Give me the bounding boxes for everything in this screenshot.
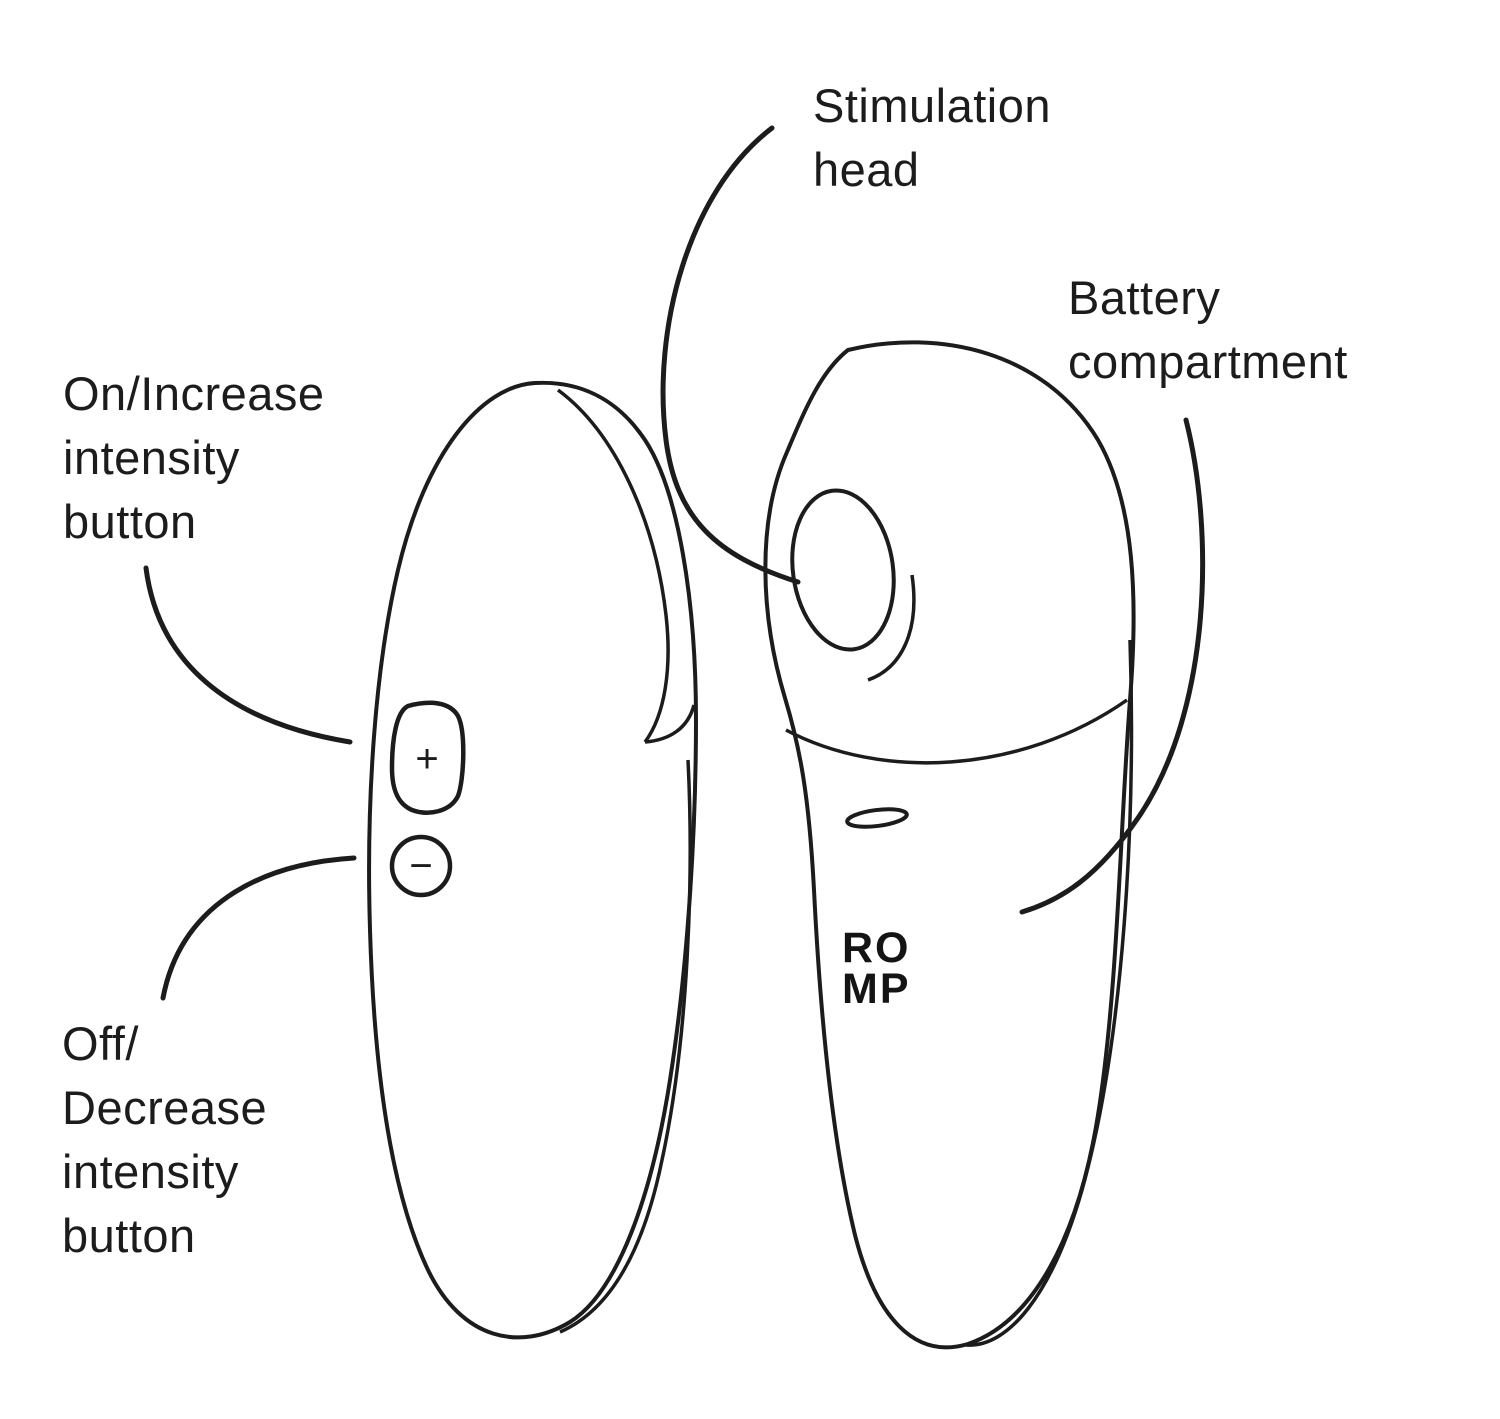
stimulation-head-leader-line: [660, 125, 801, 585]
label-battery-compartment: Battery compartment: [1068, 271, 1348, 388]
label-on-increase-button: On/Increase intensity button: [63, 367, 325, 548]
label-off-decrease-button: Off/ Decrease intensity button: [62, 1017, 268, 1262]
minus-button-glyph: −: [409, 844, 432, 888]
on-increase-leader-line: [143, 565, 353, 745]
label-stimulation-head: Stimulation head: [813, 79, 1051, 196]
stimulation-head-rim-arc: [867, 574, 916, 682]
left-device-edge-line: [559, 759, 692, 1334]
battery-slit: [845, 807, 909, 829]
right-device-edge-line: [965, 639, 1134, 1347]
left-device-outline: [367, 380, 699, 1340]
battery-compartment-leader-line: [1019, 417, 1206, 915]
plus-button: [389, 700, 466, 815]
off-decrease-leader-line: [160, 855, 357, 1001]
left-device-head-notch: [644, 704, 696, 744]
stimulation-head-opening: [790, 488, 896, 652]
plus-button-glyph: +: [415, 737, 438, 781]
left-device-head-crease: [556, 388, 670, 744]
minus-button: [389, 834, 453, 898]
head-body-seam: [785, 698, 1129, 765]
romp-logo: RO MP: [842, 924, 911, 1013]
